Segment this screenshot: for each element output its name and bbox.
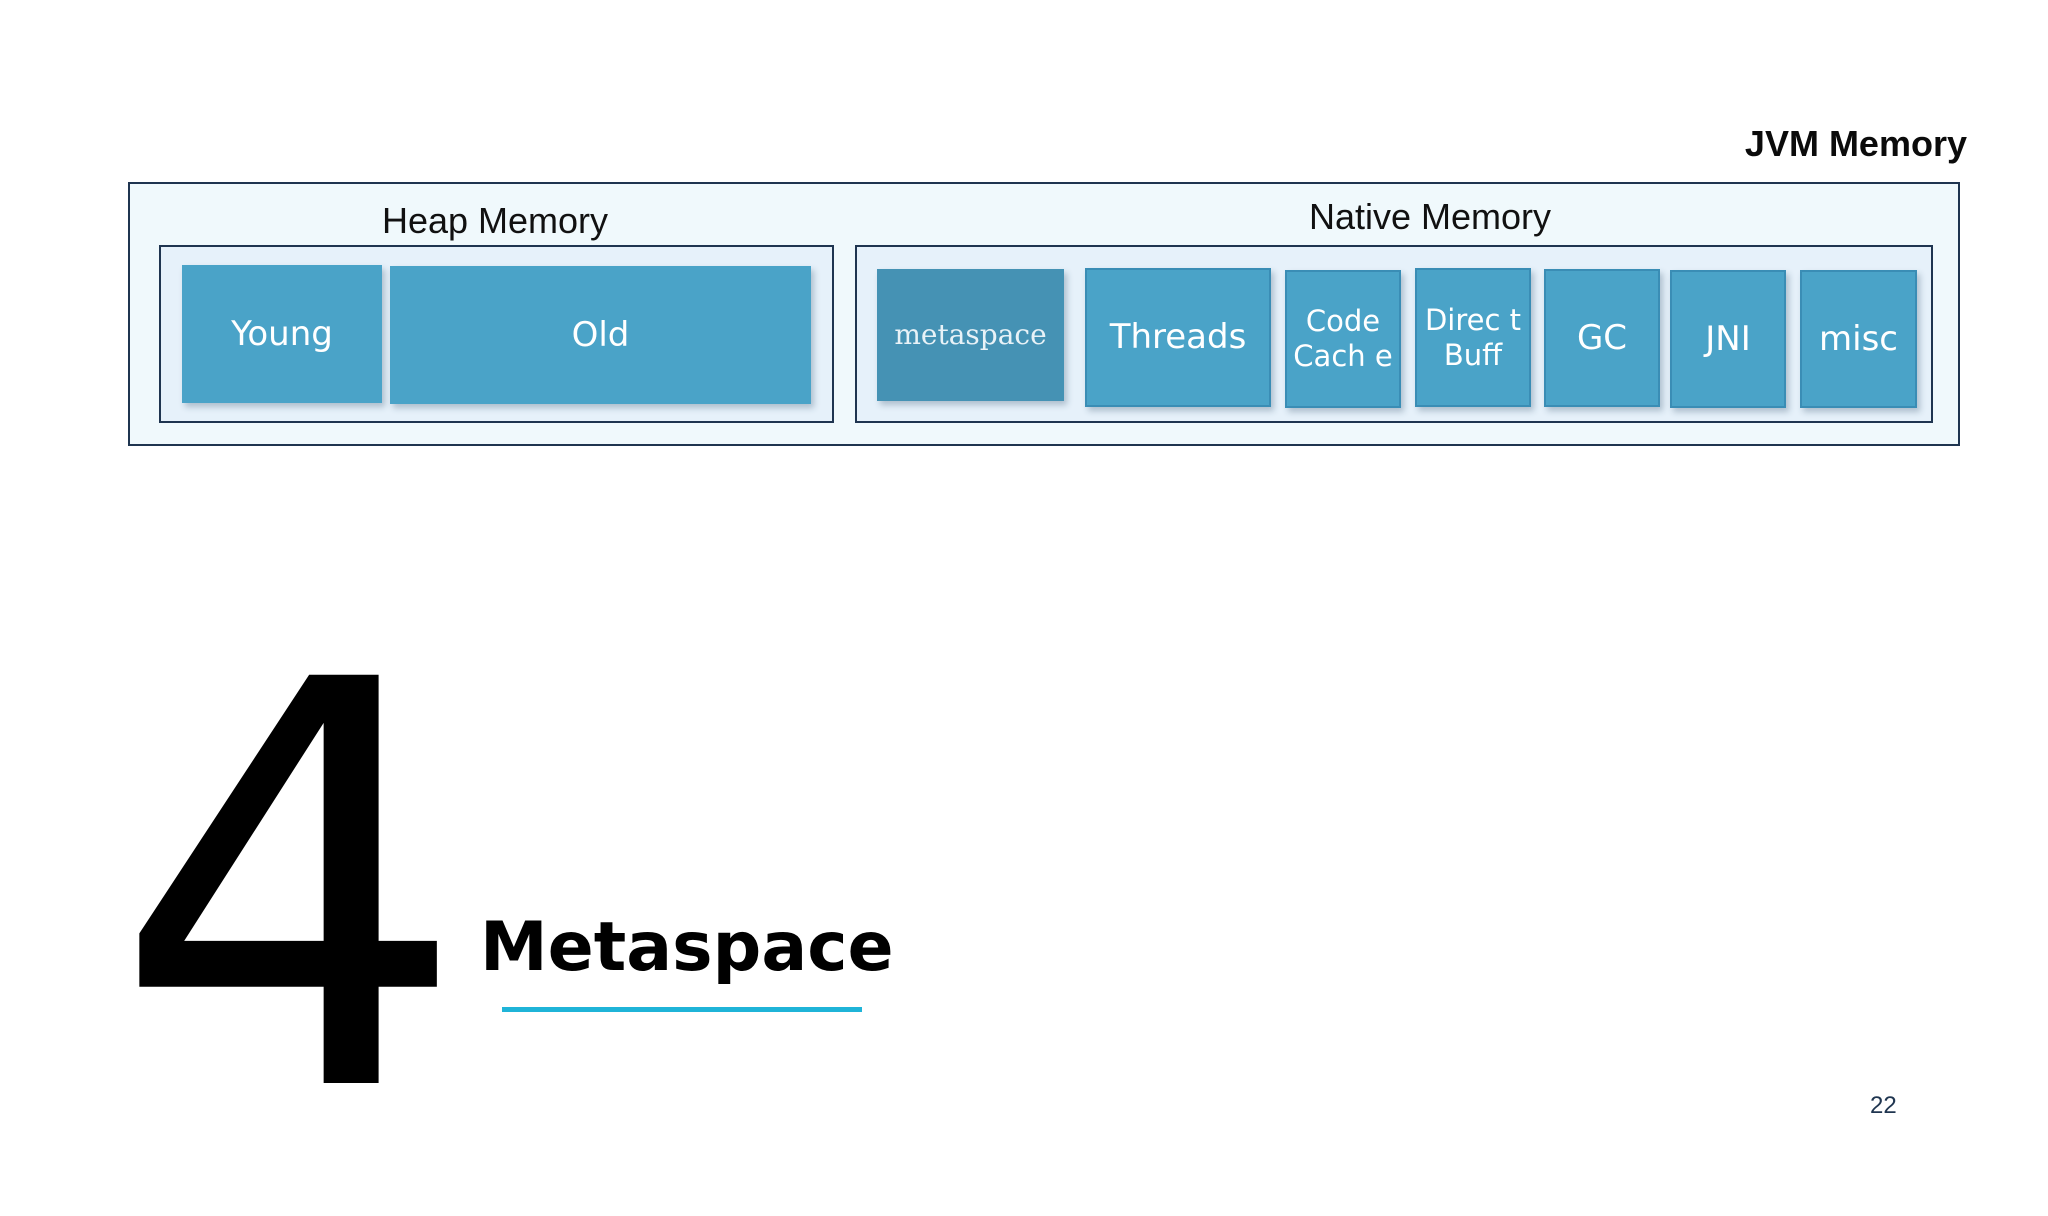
jni-block: JNI — [1670, 270, 1786, 408]
page-number: 22 — [1870, 1092, 1897, 1119]
section-title: Metaspace — [480, 908, 894, 987]
metaspace-block: metaspace — [877, 269, 1064, 401]
section-title-underline — [502, 1007, 862, 1012]
old-block: Old — [390, 266, 811, 404]
section-number: 4 — [112, 564, 469, 1216]
code-cache-block: Code Cach e — [1285, 270, 1401, 408]
threads-block: Threads — [1085, 268, 1271, 407]
native-memory-label: Native Memory — [1308, 196, 1552, 237]
jvm-memory-title: JVM Memory — [1744, 123, 1967, 164]
misc-block: misc — [1800, 270, 1917, 408]
young-block: Young — [182, 265, 382, 403]
direct-buffer-block: Direc t Buff — [1415, 268, 1531, 407]
gc-block: GC — [1544, 269, 1660, 407]
heap-memory-label: Heap Memory — [381, 200, 609, 241]
